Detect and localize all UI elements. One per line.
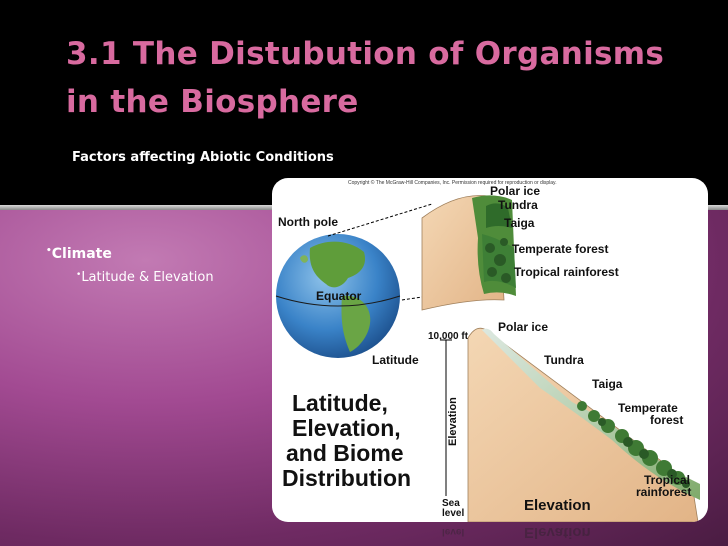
bullet-dot-icon: • [46, 246, 52, 256]
bullet-level1: •Climate [46, 246, 214, 262]
latitude-biome-tropical-rainforest: Tropical rainforest [514, 265, 619, 279]
globe-icon [275, 234, 401, 358]
elevation-biome-tropical-rainforest: rainforest [636, 485, 691, 499]
mountain-cross-section [467, 327, 699, 522]
bullet-text: Latitude & Elevation [81, 270, 214, 285]
biome-figure: Copyright © The McGraw-Hill Companies, I… [272, 178, 708, 522]
elevation-biome-temperate-forest: forest [650, 413, 683, 427]
bullet-dot-icon: • [76, 270, 82, 280]
bullet-level2: •Latitude & Elevation [76, 270, 214, 285]
slide-title: 3.1 The Distubution of Organisms in the … [66, 36, 665, 120]
figure-caption-line3: and Biome [286, 440, 404, 466]
latitude-biome-temperate-forest: Temperate forest [512, 242, 608, 256]
north-pole-label: North pole [278, 215, 338, 229]
sea-level-label: Sea [442, 498, 460, 509]
copyright-notice: Copyright © The McGraw-Hill Companies, I… [348, 179, 557, 186]
bullet-text: Climate [51, 246, 112, 262]
slide-header-background [0, 0, 728, 205]
figure-caption-line2: Elevation, [292, 415, 401, 441]
latitude-label: Latitude [372, 353, 419, 367]
sea-level-label: level [442, 508, 464, 519]
equator-label: Equator [316, 289, 362, 303]
figure-reflection: level Elevation [442, 524, 591, 541]
latitude-biome-polar-ice: Polar ice [490, 184, 540, 198]
figure-caption-line4: Distribution [282, 465, 411, 491]
figure-caption-line1: Latitude, [292, 390, 388, 416]
bullet-list: •Climate •Latitude & Elevation [46, 246, 214, 285]
latitude-biome-tundra: Tundra [498, 198, 538, 212]
biome-diagram: Copyright © The McGraw-Hill Companies, I… [275, 179, 700, 522]
elevation-axis-label: Elevation [447, 397, 459, 446]
elevation-bottom-label: Elevation [524, 497, 591, 514]
elevation-biome-taiga: Taiga [592, 377, 623, 391]
elevation-biome-tundra: Tundra [544, 353, 584, 367]
elevation-top-label: 10,000 ft [428, 331, 469, 342]
elevation-biome-temperate-forest: Temperate [618, 401, 678, 415]
slide-subtitle: Factors affecting Abiotic Conditions [72, 150, 334, 165]
latitude-biome-taiga: Taiga [504, 216, 535, 230]
elevation-biome-polar-ice: Polar ice [498, 320, 548, 334]
elevation-biome-tropical-rainforest: Tropical [644, 473, 690, 487]
